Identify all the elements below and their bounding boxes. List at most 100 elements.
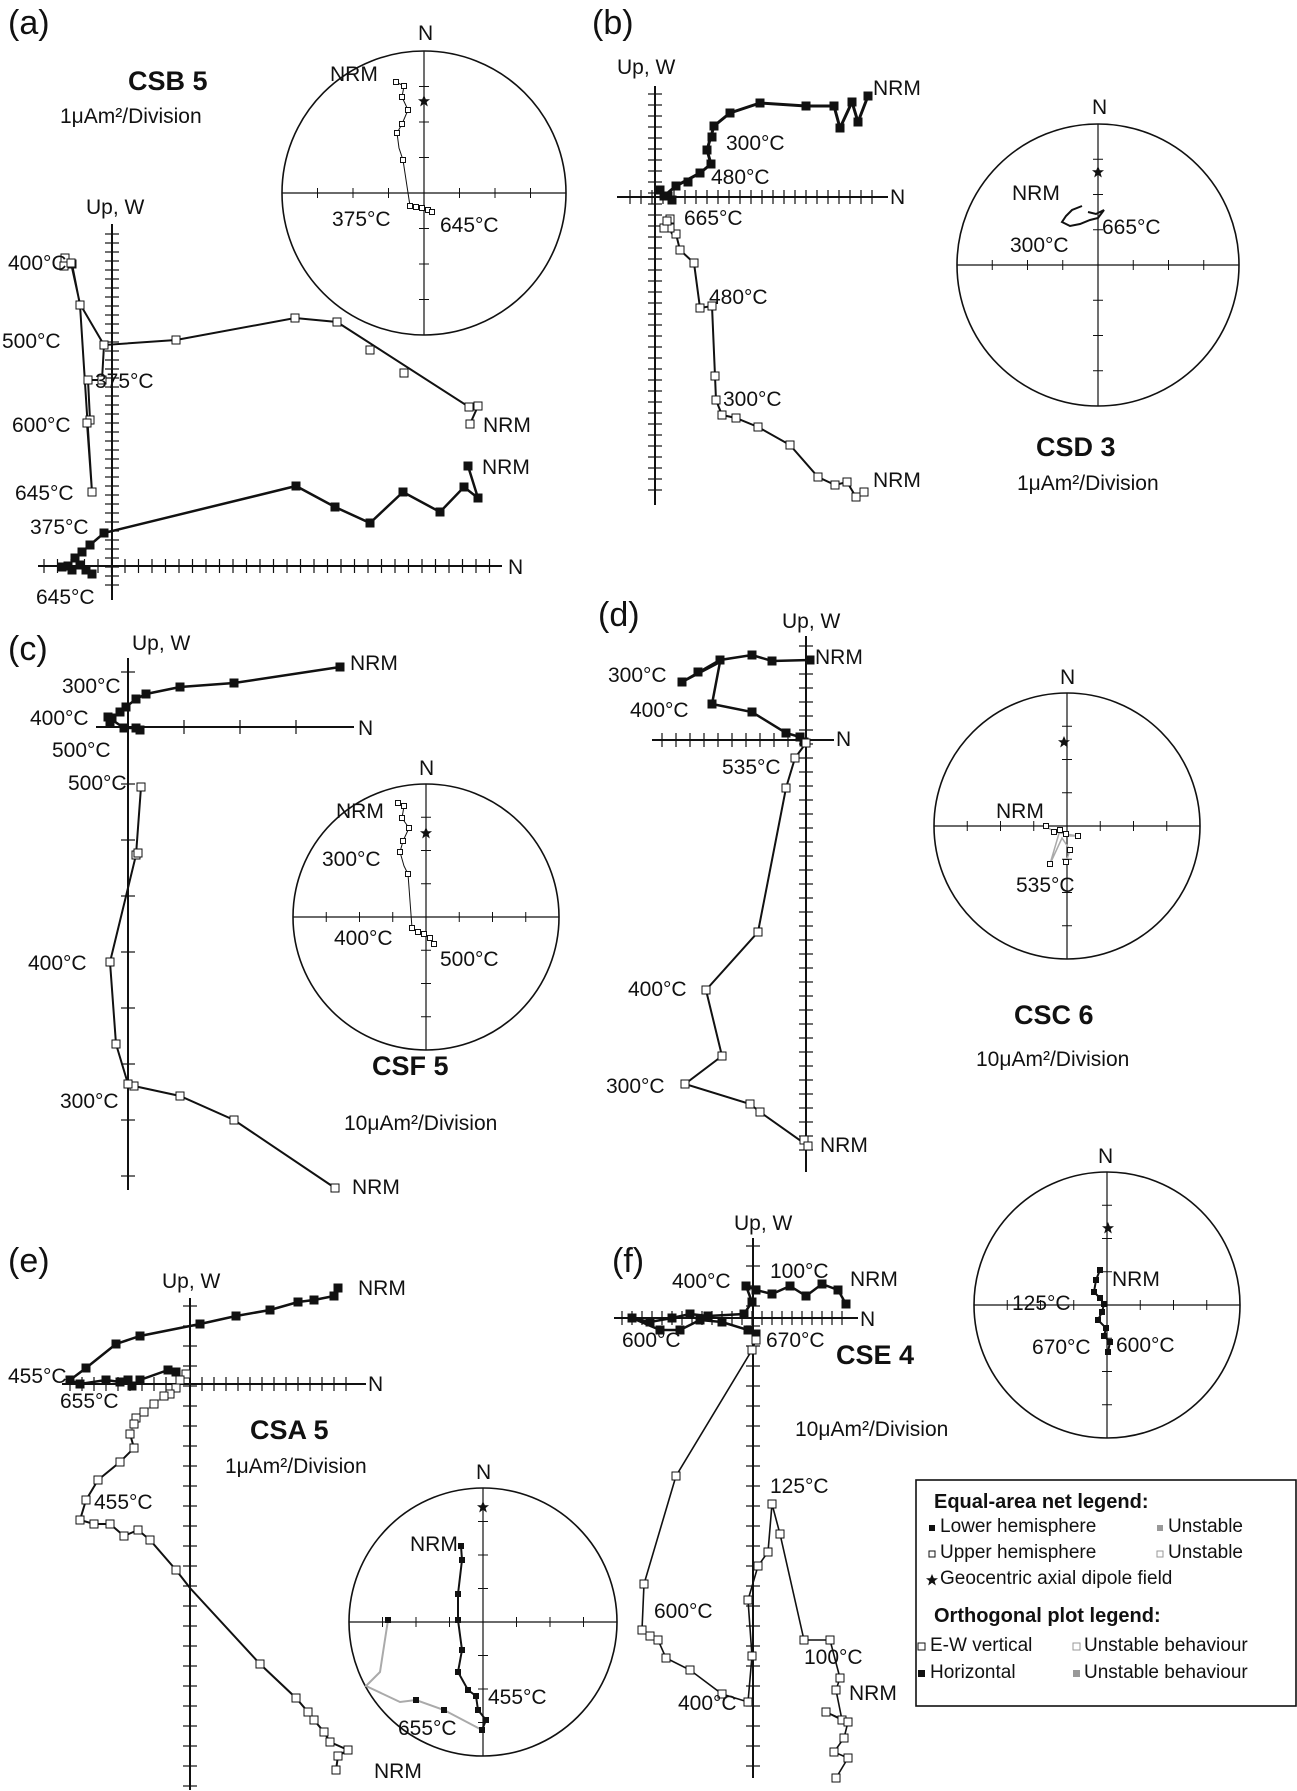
upper-point-marker (689, 258, 699, 268)
upper-point-marker (229, 1115, 239, 1125)
temp-label: 300°C (608, 664, 667, 687)
lower-point-marker (741, 1281, 751, 1291)
panel-tag: (a) (8, 4, 50, 42)
lower-point-marker (667, 1313, 677, 1323)
panel-d: (d) CSC 6 10μAm²/Division Up, W N NRM 30… (598, 596, 1201, 1172)
axis-v-label: Up, W (617, 56, 676, 79)
orthogonal-axes (96, 658, 354, 1190)
net-point-marker (429, 209, 435, 215)
upper-point-marker (781, 783, 791, 793)
net-point-marker (395, 800, 401, 806)
upper-point-marker (319, 1727, 329, 1737)
net-label: 655°C (398, 1717, 457, 1740)
upper-point-marker (745, 1099, 755, 1109)
temp-label: 400°C (628, 978, 687, 1001)
lower-point-marker (805, 655, 815, 665)
net-label: 500°C (440, 948, 499, 971)
upper-point-marker (81, 1495, 91, 1505)
net-point-marker (1093, 1277, 1099, 1283)
lower-point-marker (119, 723, 129, 733)
upper-point-marker (775, 1529, 785, 1539)
net-point-marker (397, 849, 403, 855)
net-point-marker (441, 1707, 447, 1713)
nrm-label: NRM (815, 646, 863, 669)
temp-label: 500°C (2, 330, 61, 353)
upper-point-marker (831, 1773, 841, 1783)
temp-label: 300°C (723, 388, 782, 411)
net-point-marker (413, 204, 419, 210)
upper-point-marker (747, 1651, 757, 1661)
upper-point-marker (695, 303, 705, 313)
temp-label: 400°C (678, 1692, 737, 1715)
lower-point-marker (667, 195, 677, 205)
net-point-marker (400, 838, 406, 844)
upper-point-marker (637, 1625, 647, 1635)
upper-point-marker (835, 1673, 845, 1683)
lower-point-marker (330, 502, 340, 512)
sample-title: CSB 5 (128, 66, 208, 96)
gad-star-icon (1058, 736, 1070, 748)
temp-label: 600°C (12, 414, 71, 437)
grey-filled-square-icon (1073, 1670, 1080, 1677)
equal-area-net (348, 1487, 618, 1757)
net-point-marker (1063, 859, 1069, 865)
upper-point-marker (813, 472, 823, 482)
temp-label: 400°C (28, 952, 87, 975)
temp-label: 600°C (654, 1600, 713, 1623)
lower-point-marker (135, 725, 145, 735)
net-point-marker (455, 1669, 461, 1675)
axis-v-label: Up, W (162, 1270, 221, 1293)
lower-point-marker (75, 1379, 85, 1389)
lower-point-marker (706, 159, 716, 169)
net-label: NRM (996, 800, 1044, 823)
equal-area-net (956, 123, 1240, 407)
lower-point-marker (715, 655, 725, 665)
net-point-marker (455, 1617, 461, 1623)
vertical-projection-path (682, 742, 809, 1147)
lower-point-marker (435, 507, 445, 517)
upper-point-marker (303, 1707, 313, 1717)
upper-point-marker (83, 375, 93, 385)
temp-label: 400°C (30, 707, 89, 730)
vertical-projection-path (641, 1339, 850, 1779)
upper-point-marker (645, 1631, 655, 1641)
nrm-label: NRM (850, 1268, 898, 1291)
upper-point-marker (831, 1685, 841, 1695)
horizontal-projection-points (627, 1279, 851, 1339)
upper-point-marker (125, 1429, 135, 1439)
upper-point-marker (111, 1039, 121, 1049)
lower-point-marker (853, 117, 863, 127)
temp-label: 400°C (8, 252, 67, 275)
lower-point-marker (175, 682, 185, 692)
net-legend-title: Equal-area net legend: (934, 1491, 1149, 1513)
temp-label: 645°C (15, 482, 74, 505)
lower-point-marker (365, 518, 375, 528)
upper-point-marker (763, 1547, 773, 1557)
net-point-marker (1101, 1333, 1107, 1339)
net-point-marker (1057, 827, 1063, 833)
net-north-label: N (1060, 666, 1075, 689)
upper-point-marker (129, 1443, 139, 1453)
upper-point-marker (290, 313, 300, 323)
lower-point-marker (293, 1297, 303, 1307)
lower-point-marker (141, 689, 151, 699)
lower-point-marker (725, 108, 735, 118)
net-label: 645°C (440, 214, 499, 237)
temp-label: 125°C (770, 1475, 829, 1498)
horizontal-projection-points (103, 662, 345, 735)
net-point-marker (431, 941, 437, 947)
lower-point-marker (693, 667, 703, 677)
upper-point-marker (139, 1407, 149, 1417)
nrm-label: NRM (873, 469, 921, 492)
axis-v-label: Up, W (782, 610, 841, 633)
lower-point-marker (709, 121, 719, 131)
horizontal-projection-points (655, 91, 873, 205)
net-point-marker (465, 1687, 471, 1693)
upper-point-marker (309, 1715, 319, 1725)
net-point-marker (413, 1697, 419, 1703)
temp-label: 480°C (711, 166, 770, 189)
panel-tag: (e) (8, 1242, 50, 1280)
lower-point-marker (707, 132, 717, 142)
vertical-projection-points (680, 738, 813, 1151)
temp-label: 375°C (30, 516, 89, 539)
